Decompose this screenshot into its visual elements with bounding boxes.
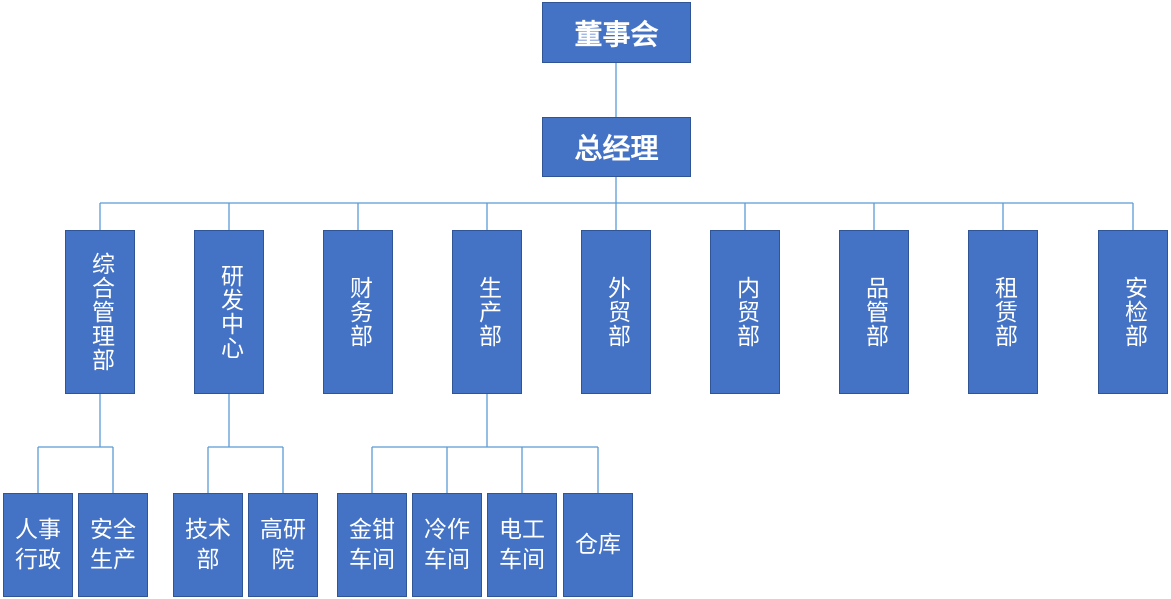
admin-sub-node-1: 人事行政 bbox=[3, 493, 73, 597]
admin-sub-label-2: 安全生产 bbox=[90, 517, 136, 573]
rd-sub-label-1: 技术部 bbox=[185, 517, 231, 573]
dept-node-8: 租赁部 bbox=[968, 230, 1038, 394]
dept-label-1: 综合管理部 bbox=[87, 252, 114, 372]
dept-label-5: 外贸部 bbox=[603, 276, 630, 348]
dept-label-9: 安检部 bbox=[1120, 276, 1147, 348]
dept-label-4: 生产部 bbox=[474, 276, 501, 348]
production-sub-label-3: 电工车间 bbox=[499, 517, 545, 573]
dept-node-5: 外贸部 bbox=[581, 230, 651, 394]
board-node: 董事会 bbox=[542, 2, 691, 63]
dept-label-8: 租赁部 bbox=[990, 276, 1017, 348]
dept-label-7: 品管部 bbox=[861, 276, 888, 348]
production-sub-node-2: 冷作车间 bbox=[412, 493, 482, 597]
admin-sub-label-1: 人事行政 bbox=[15, 517, 61, 573]
rd-sub-node-1: 技术部 bbox=[173, 493, 243, 597]
admin-sub-node-2: 安全生产 bbox=[78, 493, 148, 597]
dept-node-4: 生产部 bbox=[452, 230, 522, 394]
dept-label-3: 财务部 bbox=[345, 276, 372, 348]
production-sub-label-4: 仓库 bbox=[575, 532, 621, 558]
ceo-node: 总经理 bbox=[542, 117, 691, 177]
rd-sub-label-2: 高研院 bbox=[260, 517, 306, 573]
production-sub-label-2: 冷作车间 bbox=[424, 517, 470, 573]
dept-node-7: 品管部 bbox=[839, 230, 909, 394]
production-sub-node-3: 电工车间 bbox=[487, 493, 557, 597]
ceo-label: 总经理 bbox=[574, 132, 659, 165]
production-sub-node-1: 金钳车间 bbox=[337, 493, 407, 597]
dept-node-9: 安检部 bbox=[1098, 230, 1168, 394]
rd-sub-node-2: 高研院 bbox=[248, 493, 318, 597]
dept-node-6: 内贸部 bbox=[710, 230, 780, 394]
production-sub-node-4: 仓库 bbox=[563, 493, 633, 597]
board-label: 董事会 bbox=[574, 17, 659, 51]
dept-label-2: 研发中心 bbox=[216, 264, 243, 360]
dept-node-3: 财务部 bbox=[323, 230, 393, 394]
dept-node-1: 综合管理部 bbox=[65, 230, 135, 394]
production-sub-label-1: 金钳车间 bbox=[349, 517, 395, 573]
dept-label-6: 内贸部 bbox=[732, 276, 759, 348]
dept-node-2: 研发中心 bbox=[194, 230, 264, 394]
